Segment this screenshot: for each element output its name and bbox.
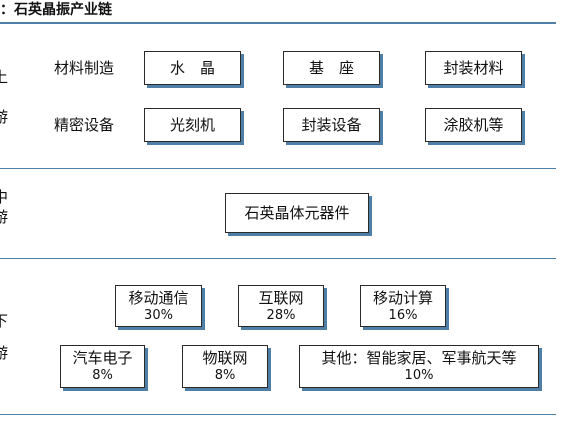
node-packaging-equipment: 封装设备: [283, 108, 380, 142]
midstream-side-label: 中 游: [0, 188, 9, 226]
node-internet: 互联网 28%: [238, 285, 324, 327]
node-packaging-materials: 封装材料: [425, 51, 522, 85]
row-label-materials: 材料制造: [54, 59, 115, 77]
figure-title: ：石英晶振产业链: [0, 2, 112, 18]
upstream-divider: [0, 168, 556, 169]
node-base: 基 座: [283, 51, 380, 85]
midstream-divider: [0, 258, 556, 259]
bottom-divider: [0, 414, 556, 415]
node-other: 其他：智能家居、军事航天等 10%: [299, 345, 539, 388]
node-quartz: 水 晶: [144, 51, 241, 85]
upstream-side-label: 上 游: [0, 68, 9, 126]
top-divider: [0, 22, 556, 24]
node-automotive-electronics: 汽车电子 8%: [60, 345, 145, 388]
node-iot: 物联网 8%: [182, 345, 268, 388]
downstream-side-label: 下 游: [0, 312, 9, 362]
node-quartz-components: 石英晶体元器件: [225, 193, 369, 233]
node-mobile-computing: 移动计算 16%: [360, 285, 446, 327]
row-label-equipment: 精密设备: [54, 116, 115, 134]
node-mobile-communication: 移动通信 30%: [115, 285, 202, 327]
node-coating-machine: 涂胶机等: [425, 108, 522, 142]
node-lithography: 光刻机: [144, 108, 241, 142]
